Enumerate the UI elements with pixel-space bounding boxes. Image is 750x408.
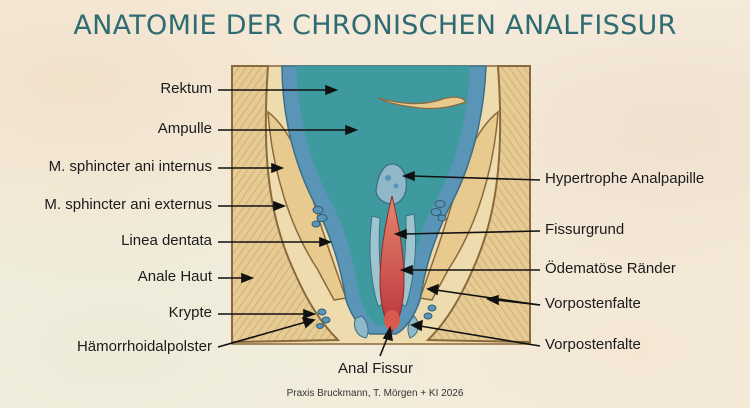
label-anale-haut: Anale Haut — [137, 268, 212, 285]
hypertrophic-papilla — [375, 163, 408, 206]
label-krypte: Krypte — [168, 304, 212, 321]
label-hypertrophe-analpapille: Hypertrophe Analpapille — [545, 170, 705, 187]
label-sphincter-externus: M. sphincter ani externus — [44, 196, 212, 213]
rectal-fold — [377, 96, 467, 110]
label-rektum: Rektum — [160, 80, 212, 97]
label-oedematoese-raender: Ödematöse Ränder — [545, 260, 676, 277]
leader-haemorrhoidalpolster — [217, 321, 307, 348]
leader-analpapille — [411, 175, 541, 181]
footer-credit: Praxis Bruckmann, T. Mörgen + KI 2026 — [286, 388, 464, 399]
label-vorpostenfalte-1: Vorpostenfalte — [545, 295, 641, 312]
fissure — [379, 195, 405, 333]
skin-tag-left — [353, 315, 369, 339]
leader-fissurgrund — [403, 230, 541, 235]
label-vorpostenfalte-2: Vorpostenfalte — [545, 336, 641, 353]
leader-vorpostenfalte-2 — [419, 325, 541, 347]
left-external-sphincter — [231, 65, 341, 344]
page-title: ANATOMIE DER CHRONISCHEN ANALFISSUR — [73, 10, 677, 41]
label-sphincter-internus: M. sphincter ani internus — [48, 158, 212, 175]
label-haemorrhoidalpolster: Hämorrhoidalpolster — [76, 338, 212, 355]
label-fissurgrund: Fissurgrund — [545, 221, 625, 238]
label-anal-fissur: Anal Fissur — [338, 360, 414, 377]
label-ampulle: Ampulle — [157, 120, 212, 137]
right-external-sphincter — [425, 65, 531, 344]
label-linea-dentata: Linea dentata — [121, 232, 212, 249]
leader-vorpostenfalte-1b — [495, 299, 541, 306]
